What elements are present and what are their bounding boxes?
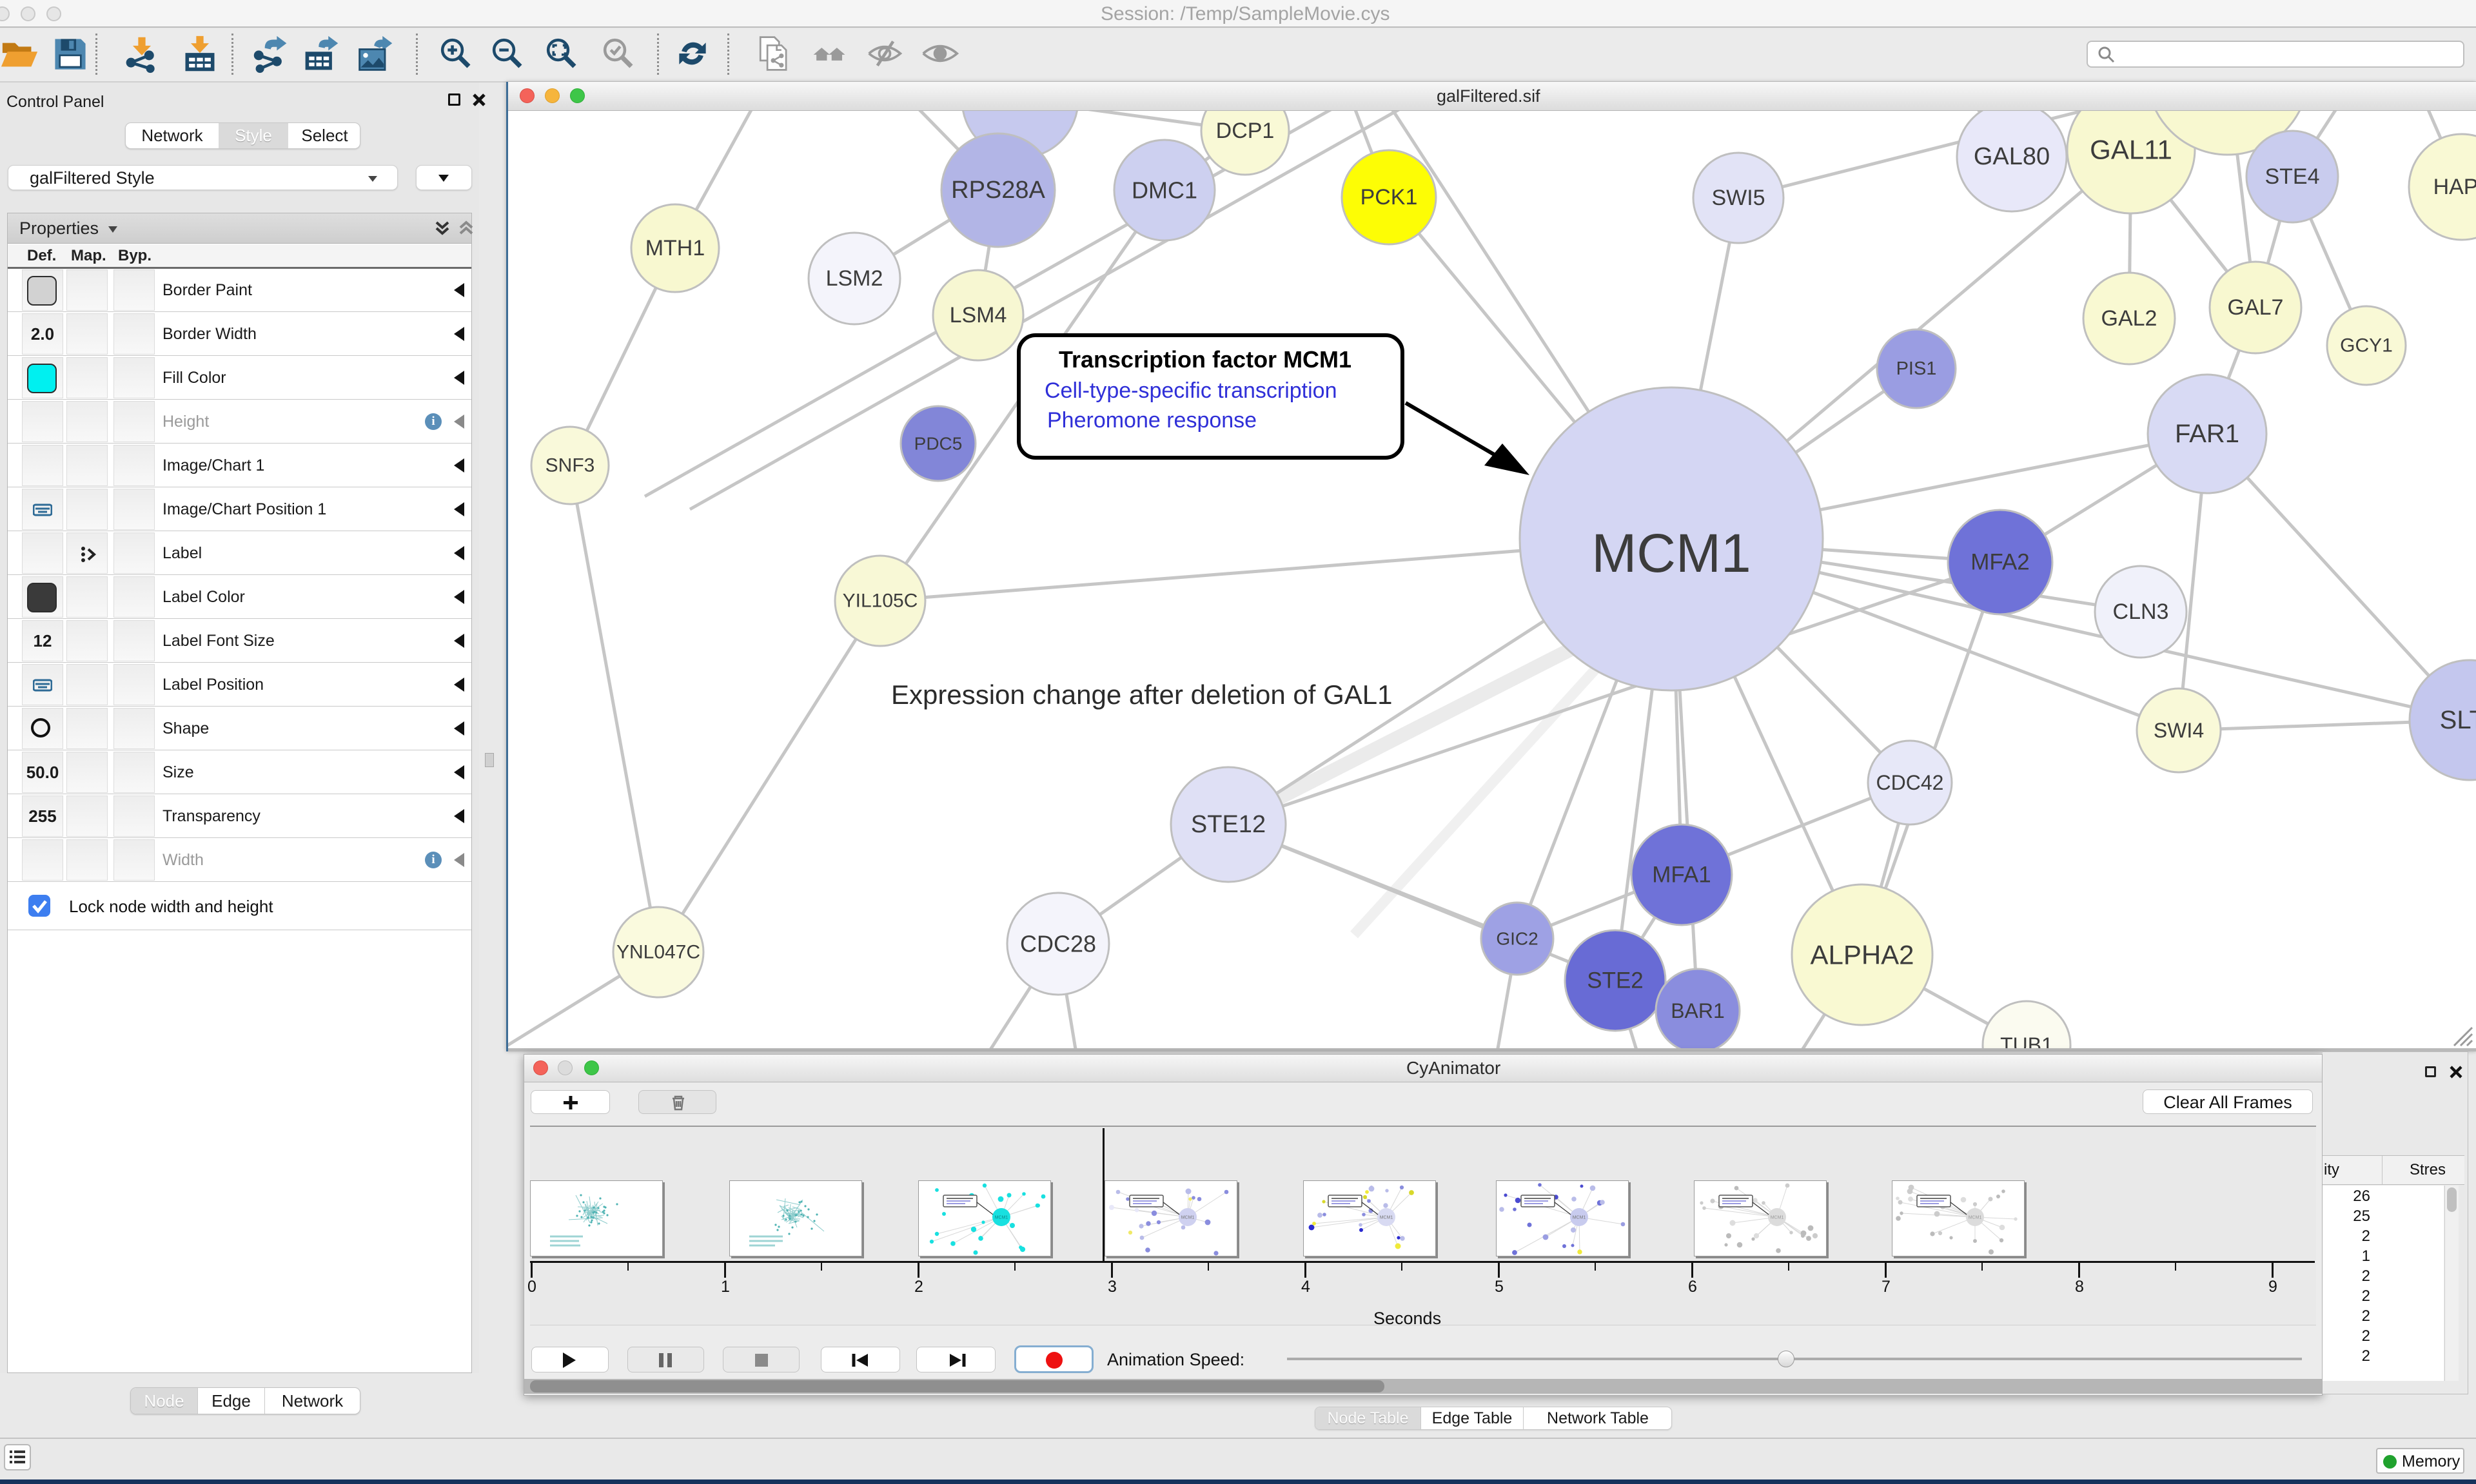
svg-text:DCP1: DCP1 <box>1216 119 1275 143</box>
svg-text:ALPHA2: ALPHA2 <box>1810 940 1914 970</box>
svg-text:GCY1: GCY1 <box>2340 335 2393 356</box>
svg-text:YIL105C: YIL105C <box>843 591 918 612</box>
svg-text:Pheromone response: Pheromone response <box>1047 408 1257 433</box>
svg-text:SWI4: SWI4 <box>2154 719 2204 742</box>
svg-text:RPS28A: RPS28A <box>951 177 1045 204</box>
svg-text:CLN3: CLN3 <box>2113 600 2169 624</box>
svg-text:MCM1: MCM1 <box>1771 1216 1784 1220</box>
svg-text:STE4: STE4 <box>2265 164 2319 189</box>
svg-text:Cell-type-specific transcripti: Cell-type-specific transcription <box>1045 378 1337 403</box>
svg-text:RPS28B: RPS28B <box>973 111 1067 113</box>
svg-text:MFA1: MFA1 <box>1652 863 1711 888</box>
svg-text:FAR1: FAR1 <box>2175 420 2239 448</box>
svg-text:GAL7: GAL7 <box>2228 295 2284 320</box>
svg-text:LSM4: LSM4 <box>950 303 1007 327</box>
svg-text:MCM1: MCM1 <box>1380 1216 1393 1220</box>
svg-text:SWI5: SWI5 <box>1711 186 1765 210</box>
svg-text:HAP2: HAP2 <box>2433 175 2476 199</box>
svg-text:STE2: STE2 <box>1587 968 1644 993</box>
svg-text:SNF3: SNF3 <box>545 455 595 476</box>
svg-text:STE12: STE12 <box>1191 811 1266 838</box>
svg-text:PCK1: PCK1 <box>1361 185 1418 210</box>
svg-text:MCM1: MCM1 <box>1573 1216 1586 1220</box>
svg-text:SLT2: SLT2 <box>2440 706 2476 734</box>
svg-text:GAL80: GAL80 <box>1974 143 2050 170</box>
svg-text:GAL11: GAL11 <box>2090 135 2172 165</box>
svg-text:TUB1: TUB1 <box>2000 1033 2053 1048</box>
svg-text:MFA2: MFA2 <box>1970 550 2029 575</box>
svg-text:MTH1: MTH1 <box>645 236 705 260</box>
svg-text:BAR1: BAR1 <box>1671 999 1725 1022</box>
svg-text:MCM1: MCM1 <box>1181 1216 1195 1220</box>
svg-text:MCM1: MCM1 <box>995 1216 1008 1220</box>
svg-text:CDC28: CDC28 <box>1020 931 1096 957</box>
svg-text:CDC42: CDC42 <box>1876 771 1944 794</box>
svg-text:LSM2: LSM2 <box>826 266 883 291</box>
svg-text:PDC5: PDC5 <box>914 434 963 454</box>
svg-text:GIC2: GIC2 <box>1496 929 1538 949</box>
svg-text:MCM1: MCM1 <box>1591 523 1751 583</box>
svg-text:DMC1: DMC1 <box>1132 177 1197 204</box>
svg-text:PIS1: PIS1 <box>1896 358 1937 379</box>
svg-text:Transcription factor MCM1: Transcription factor MCM1 <box>1059 346 1351 373</box>
svg-text:YNL047C: YNL047C <box>616 942 700 963</box>
svg-text:GAL2: GAL2 <box>2101 306 2157 331</box>
svg-text:MCM1: MCM1 <box>1969 1216 1982 1220</box>
svg-text:Expression change after deleti: Expression change after deletion of GAL1 <box>891 679 1393 710</box>
